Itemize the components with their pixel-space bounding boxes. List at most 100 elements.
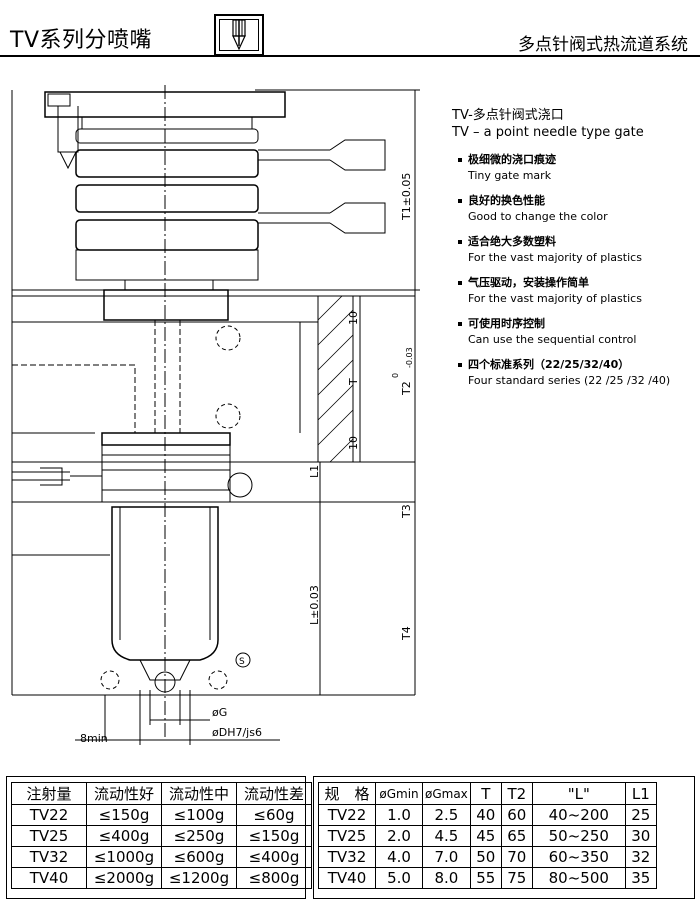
table-cell: TV25 [11, 825, 87, 847]
table-cell: ≤1000g [86, 846, 162, 868]
table-cell: 2.0 [375, 825, 423, 847]
table-header: 流动性差 [236, 782, 312, 805]
section-title: 多点针阀式热流道系统 [518, 35, 688, 55]
dim-t2-tol-upper: 0 [391, 373, 400, 378]
table-header: øGmax [422, 782, 471, 805]
table-cell: TV22 [11, 804, 87, 826]
table-cell: 8.0 [422, 867, 471, 889]
table-cell: TV32 [318, 846, 376, 868]
specification-table: 规 格 øGmin øGmax T T2 "L" L1 TV22 1.0 2.5… [318, 782, 657, 889]
table-header: "L" [531, 782, 626, 805]
table-cell: 75 [500, 867, 533, 889]
dim-t2: T2 [400, 381, 413, 396]
table-row: TV32 4.0 7.0 50 70 60~350 32 [318, 846, 657, 868]
dim-t3: T3 [400, 504, 413, 519]
table-cell: TV25 [318, 825, 376, 847]
dim-t4: T4 [400, 626, 413, 641]
product-title: TV-多点针阀式浇口 TV – a point needle type gate [452, 107, 644, 141]
table-header: 注射量 [11, 782, 87, 805]
table-cell: 80~500 [531, 867, 626, 889]
table-row: TV25 ≤400g ≤250g ≤150g [11, 825, 312, 847]
table-cell: ≤2000g [86, 867, 162, 889]
dim-t1: T1±0.05 [400, 173, 413, 221]
table-cell: ≤1200g [161, 867, 237, 889]
table-header: T2 [500, 782, 533, 805]
table-cell: TV40 [318, 867, 376, 889]
table-cell: 2.5 [422, 804, 471, 826]
table-cell: 4.0 [375, 846, 423, 868]
product-title-en: TV – a point needle type gate [452, 125, 644, 140]
table-cell: 40 [469, 804, 502, 826]
spec-table-frame [313, 776, 695, 899]
dim-g: øG [212, 706, 227, 719]
injection-volume-table: 注射量 流动性好 流动性中 流动性差 TV22 ≤150g ≤100g ≤60g… [11, 782, 312, 889]
table-header: øGmin [375, 782, 423, 805]
table-cell: 32 [624, 846, 657, 868]
table-header: T [469, 782, 502, 805]
table-cell: 60 [500, 804, 533, 826]
table-cell: 60~350 [531, 846, 626, 868]
surface-symbol-icon [235, 652, 251, 668]
table-cell: 40~200 [531, 804, 626, 826]
table-cell: TV32 [11, 846, 87, 868]
table-header: 规 格 [318, 782, 376, 805]
table-cell: 50 [469, 846, 502, 868]
dim-8min: 8min [80, 732, 108, 745]
table-cell: ≤60g [236, 804, 312, 826]
feature-item: 四个标准系列（22/25/32/40）Four standard series … [458, 357, 670, 398]
table-cell: 25 [624, 804, 657, 826]
table-cell: ≤150g [236, 825, 312, 847]
table-cell: ≤400g [236, 846, 312, 868]
table-cell: 5.0 [375, 867, 423, 889]
dim-dh7: øDH7/js6 [212, 726, 262, 739]
table-cell: 50~250 [531, 825, 626, 847]
nozzle-logo-icon [214, 14, 264, 56]
table-cell: ≤250g [161, 825, 237, 847]
table-cell: ≤600g [161, 846, 237, 868]
table-cell: 45 [469, 825, 502, 847]
dim-l1: L1 [308, 465, 321, 478]
product-title-zh: TV-多点针阀式浇口 [452, 108, 564, 123]
table-row: TV22 1.0 2.5 40 60 40~200 25 [318, 804, 657, 826]
table-header-row: 规 格 øGmin øGmax T T2 "L" L1 [318, 782, 657, 805]
header-rule [0, 55, 700, 57]
table-header: 流动性中 [161, 782, 237, 805]
table-header-row: 注射量 流动性好 流动性中 流动性差 [11, 782, 312, 805]
table-row: TV22 ≤150g ≤100g ≤60g [11, 804, 312, 826]
nozzle-glyph-icon [232, 19, 246, 51]
table-header: 流动性好 [86, 782, 162, 805]
dim-s: S [239, 657, 245, 667]
table-cell: 55 [469, 867, 502, 889]
dim-t2-tol-lower: -0.03 [405, 347, 414, 368]
dim-t: T [347, 378, 360, 386]
table-cell: TV22 [318, 804, 376, 826]
table-cell: ≤150g [86, 804, 162, 826]
table-cell: 30 [624, 825, 657, 847]
nozzle-cross-section-drawing: T1±0.05 T2 0 -0.03 T 10 10 L1 T3 L±0.03 … [11, 85, 420, 745]
dim-10-top: 10 [347, 311, 360, 325]
table-cell: 70 [500, 846, 533, 868]
table-row: TV40 ≤2000g ≤1200g ≤800g [11, 867, 312, 889]
table-cell: 1.0 [375, 804, 423, 826]
table-row: TV32 ≤1000g ≤600g ≤400g [11, 846, 312, 868]
table-cell: 65 [500, 825, 533, 847]
table-cell: 7.0 [422, 846, 471, 868]
table-header: L1 [624, 782, 657, 805]
dim-10-bottom: 10 [347, 436, 360, 450]
table-cell: ≤400g [86, 825, 162, 847]
table-cell: 4.5 [422, 825, 471, 847]
table-cell: TV40 [11, 867, 87, 889]
table-cell: 35 [624, 867, 657, 889]
table-row: TV40 5.0 8.0 55 75 80~500 35 [318, 867, 657, 889]
page-title: TV系列分喷嘴 [10, 28, 152, 53]
table-cell: ≤800g [236, 867, 312, 889]
table-cell: ≤100g [161, 804, 237, 826]
dim-l: L±0.03 [308, 585, 321, 625]
table-row: TV25 2.0 4.5 45 65 50~250 30 [318, 825, 657, 847]
